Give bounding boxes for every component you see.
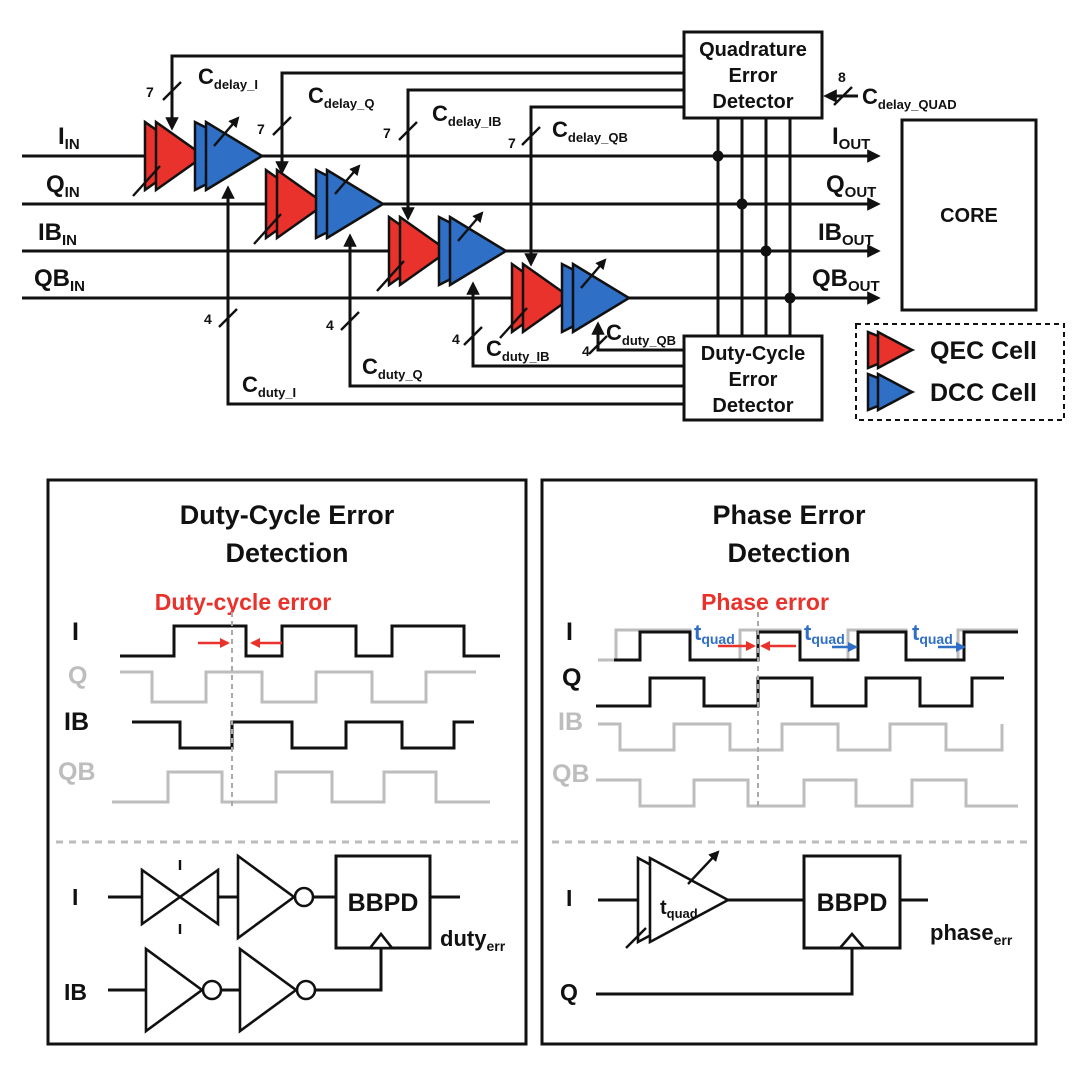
label-cduty-i: Cduty_I <box>242 372 296 400</box>
svg-text:Error: Error <box>729 369 778 391</box>
svg-text:Error: Error <box>729 65 778 87</box>
svg-text:I: I <box>566 618 573 646</box>
core-block: CORE <box>900 118 1038 312</box>
bits-duty-ib: 4 <box>452 331 460 347</box>
input-label-q: QIN <box>46 171 80 201</box>
bits-delay-qb: 7 <box>508 135 516 151</box>
tquad-label-3: tquad <box>912 620 953 647</box>
duty-cycle-error-detector: Duty-Cycle Error Detector <box>682 334 824 422</box>
svg-text:Cdelay_QUAD: Cdelay_QUAD <box>862 84 957 112</box>
svg-text:Quadrature: Quadrature <box>699 39 807 61</box>
legend: QEC Cell DCC Cell <box>855 323 1065 421</box>
duty-err-label: dutyerr <box>440 926 506 954</box>
cell-stage-q <box>253 164 386 245</box>
tquad-label-2: tquad <box>804 620 845 647</box>
svg-text:Q: Q <box>562 664 581 692</box>
label-cduty-q: Cduty_Q <box>362 354 423 382</box>
label-cdelay-ib: Cdelay_IB <box>432 101 501 129</box>
phase-bbpd-label: BBPD <box>817 889 888 917</box>
phase-panel-title: Phase Error <box>712 500 866 530</box>
cell-stage-i <box>132 116 265 197</box>
phase-err-label: phaseerr <box>930 920 1013 948</box>
detector-taps <box>712 118 796 336</box>
label-cduty-ib: Cduty_IB <box>486 336 550 364</box>
bits-duty-q: 4 <box>326 317 334 333</box>
duty-control-wires: 4 4 4 4 Cduty_I Cduty_Q Cduty_IB Cduty_Q… <box>204 185 684 406</box>
input-labels: IIN QIN IBIN QBIN <box>34 123 85 295</box>
phase-error-label: Phase error <box>701 589 829 615</box>
svg-text:Q: Q <box>68 662 87 690</box>
label-cdelay-q: Cdelay_Q <box>308 83 374 111</box>
svg-text:Detection: Detection <box>727 538 850 568</box>
svg-text:IB: IB <box>64 979 87 1005</box>
bits-delay-q: 7 <box>257 121 265 137</box>
svg-text:Detection: Detection <box>225 538 348 568</box>
svg-text:IB: IB <box>64 708 89 736</box>
output-labels: IOUT QOUT IBOUT QBOUT <box>812 123 880 295</box>
input-label-ib: IBIN <box>38 219 77 249</box>
svg-text:I: I <box>72 884 78 910</box>
top-diagram: IIN QIN IBIN QBIN IOUT QOUT IBOUT QBOUT <box>22 30 1065 422</box>
svg-text:Detector: Detector <box>712 395 793 417</box>
delay-control-wires: 7 7 7 7 Cdelay_I Cdelay_Q Cdelay_IB Cdel… <box>146 54 684 267</box>
svg-text:Q: Q <box>560 979 578 1005</box>
svg-text:I: I <box>72 618 79 646</box>
output-label-ib: IBOUT <box>818 219 874 249</box>
quadrature-error-detector: Quadrature Error Detector <box>682 30 824 120</box>
svg-text:IB: IB <box>558 708 583 736</box>
svg-text:CORE: CORE <box>940 205 998 227</box>
svg-text:tquad: tquad <box>660 897 698 921</box>
cell-stage-qb <box>499 258 632 339</box>
svg-text:QB: QB <box>58 758 96 786</box>
duty-bbpd-label: BBPD <box>348 889 419 917</box>
duty-panel-title: Duty-Cycle Error <box>180 500 395 530</box>
bits-delay-i: 7 <box>146 84 154 100</box>
input-label-i: IIN <box>58 123 80 153</box>
quad-control-input: 8 Cdelay_QUAD <box>823 69 957 112</box>
svg-text:Detector: Detector <box>712 91 793 113</box>
bits-duty-qb: 4 <box>582 343 590 359</box>
bits-delay-ib: 7 <box>383 125 391 141</box>
svg-text:8: 8 <box>838 69 846 85</box>
bits-duty-i: 4 <box>204 311 212 327</box>
legend-qec-label: QEC Cell <box>930 337 1037 365</box>
output-label-q: QOUT <box>826 171 876 201</box>
svg-text:Duty-Cycle: Duty-Cycle <box>701 343 805 365</box>
output-label-qb: QBOUT <box>812 265 880 295</box>
svg-text:I: I <box>566 885 572 911</box>
output-label-i: IOUT <box>832 123 870 153</box>
input-label-qb: QBIN <box>34 265 85 295</box>
phase-panel: Phase Error Detection Phase error I Q IB… <box>540 478 1038 1046</box>
legend-dcc-label: DCC Cell <box>930 379 1037 407</box>
tquad-label-1: tquad <box>694 620 735 647</box>
svg-text:QB: QB <box>552 760 590 788</box>
label-cdelay-qb: Cdelay_QB <box>552 117 628 145</box>
label-cdelay-i: Cdelay_I <box>198 64 258 92</box>
duty-cycle-panel: Duty-Cycle Error Detection Duty-cycle er… <box>46 478 528 1046</box>
cell-stage-ib <box>376 211 509 292</box>
duty-error-label: Duty-cycle error <box>155 589 331 615</box>
label-cduty-qb: Cduty_QB <box>606 320 676 348</box>
